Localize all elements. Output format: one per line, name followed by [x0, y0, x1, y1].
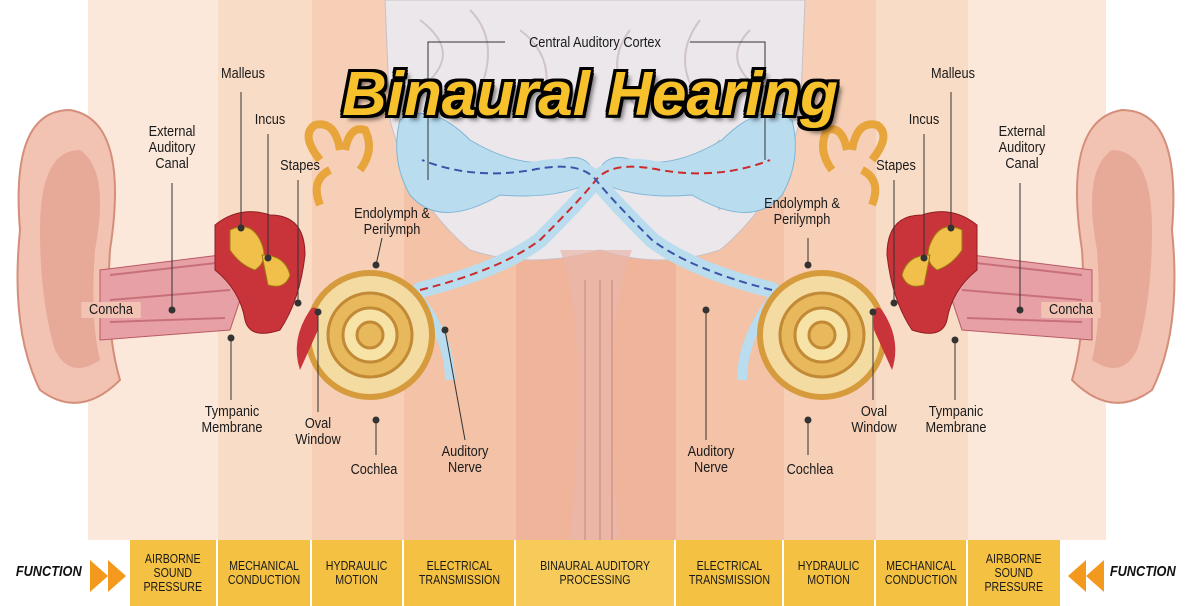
label-tympanic-membrane-left: Tympanic Membrane [188, 404, 276, 436]
left-ear-illustration [18, 110, 433, 403]
function-cell-label: AIRBORNE SOUND PRESSURE [144, 552, 203, 594]
function-cell-label: AIRBORNE SOUND PRESSURE [985, 552, 1044, 594]
central-auditory-cortex-label: Central Auditory Cortex [506, 34, 685, 51]
function-cell-1: AIRBORNE SOUND PRESSURE [130, 540, 216, 606]
label-incus-right: Incus [892, 112, 957, 128]
diagram-title: Binaural Hearing [330, 55, 850, 135]
function-cell-label: MECHANICAL CONDUCTION [885, 559, 957, 587]
function-cell-label: HYDRAULIC MOTION [326, 559, 388, 587]
function-cell-3: HYDRAULIC MOTION [312, 540, 402, 606]
function-label-right: FUNCTION [1110, 563, 1176, 580]
label-cochlea-left: Cochlea [342, 462, 407, 478]
function-cell-5: BINAURAL AUDITORY PROCESSING [516, 540, 674, 606]
label-stapes-right: Stapes [864, 158, 929, 174]
label-concha-right: Concha [1041, 302, 1101, 318]
label-tympanic-membrane-right: Tympanic Membrane [912, 404, 1000, 436]
function-cell-2: MECHANICAL CONDUCTION [218, 540, 310, 606]
label-external-auditory-canal-left: External Auditory Canal [128, 124, 216, 172]
function-cell-7: HYDRAULIC MOTION [784, 540, 874, 606]
function-cell-label: HYDRAULIC MOTION [798, 559, 860, 587]
label-auditory-nerve-left: Auditory Nerve [427, 444, 504, 476]
function-cell-label: ELECTRICAL TRANSMISSION [418, 559, 499, 587]
label-cochlea-right: Cochlea [778, 462, 843, 478]
label-auditory-nerve-right: Auditory Nerve [673, 444, 750, 476]
double-chevron-right-icon [88, 556, 130, 596]
function-label-left: FUNCTION [16, 563, 82, 580]
function-cell-label: ELECTRICAL TRANSMISSION [688, 559, 769, 587]
label-endolymph-perilymph-right: Endolymph & Perilymph [754, 196, 849, 228]
function-cell-9: AIRBORNE SOUND PRESSURE [968, 540, 1060, 606]
label-malleus-left: Malleus [206, 66, 279, 82]
double-chevron-left-icon [1064, 556, 1106, 596]
label-external-auditory-canal-right: External Auditory Canal [978, 124, 1066, 172]
label-incus-left: Incus [238, 112, 303, 128]
right-ear-illustration [760, 110, 1175, 403]
label-concha-left: Concha [81, 302, 141, 318]
function-cell-8: MECHANICAL CONDUCTION [876, 540, 966, 606]
label-malleus-right: Malleus [916, 66, 989, 82]
function-cell-4: ELECTRICAL TRANSMISSION [404, 540, 514, 606]
label-endolymph-perilymph-left: Endolymph & Perilymph [344, 206, 439, 238]
label-oval-window-right: Oval Window [843, 404, 904, 436]
function-cell-label: BINAURAL AUDITORY PROCESSING [540, 559, 650, 587]
label-stapes-left: Stapes [268, 158, 333, 174]
label-oval-window-left: Oval Window [287, 416, 348, 448]
function-cell-6: ELECTRICAL TRANSMISSION [676, 540, 782, 606]
function-cell-label: MECHANICAL CONDUCTION [228, 559, 300, 587]
